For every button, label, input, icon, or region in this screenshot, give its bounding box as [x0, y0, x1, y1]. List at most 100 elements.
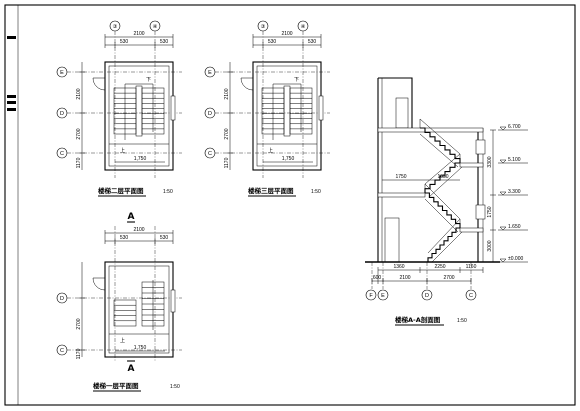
landing-slab-lower	[459, 227, 484, 233]
section-a-a: 1750 1050 3300 1750 3000 6.700 5.100 3.3…	[365, 77, 528, 326]
axis-bubble-d: D	[204, 107, 216, 119]
dim-part: 530	[160, 39, 169, 45]
elevation: 6.700	[508, 124, 521, 130]
dim-floor: 1050	[437, 174, 448, 180]
stair-walls	[252, 61, 322, 171]
axis-bubble-3: ③	[109, 20, 121, 32]
axis-bubble-e: E	[377, 289, 389, 301]
axis-label: ③	[113, 23, 118, 30]
title-strip	[4, 4, 19, 406]
roof-door	[395, 97, 409, 129]
handrail	[419, 118, 461, 254]
walk-arrow	[272, 83, 302, 140]
floor-slab	[377, 192, 426, 198]
drawing-title: 楼梯二层平面图	[98, 186, 144, 195]
stair-flight-3	[424, 162, 460, 193]
dim-total: 2100	[133, 227, 144, 233]
dim-left: 2100	[224, 88, 230, 99]
dim-left: 2700	[224, 128, 230, 139]
section-mark-label: A	[128, 364, 135, 374]
axis-label: ③	[261, 23, 266, 30]
axis-bubble-c: C	[204, 147, 216, 159]
dim-part: 2250	[434, 264, 445, 270]
dim-axis: 600	[373, 275, 382, 281]
axis-bubble-c: C	[56, 344, 68, 356]
ground-door	[384, 217, 400, 263]
dim-part: 1360	[393, 264, 404, 270]
axis-bubble-e: E	[204, 66, 216, 78]
axis-label: E	[381, 293, 385, 299]
dim-left: 2700	[76, 128, 82, 139]
plan-third-floor: ③ ④ 2100 530 530 E D C	[204, 20, 330, 197]
down-label: 下	[146, 77, 151, 83]
dim-floor: 1750	[395, 174, 406, 180]
stair-well	[135, 85, 143, 137]
axis-label: C	[208, 151, 212, 157]
dimension-top: 2100 530 530	[252, 31, 322, 48]
elevation: 3.300	[508, 189, 521, 195]
up-label: 上	[120, 147, 125, 154]
dimension-top: 2100 530 530	[104, 227, 174, 244]
window	[475, 139, 486, 155]
dim-right: 3000	[487, 240, 493, 251]
dim-part: 530	[120, 235, 129, 241]
axis-label: C	[469, 293, 473, 299]
dim-total: 2100	[133, 31, 144, 37]
drawing-scale: 1:50	[170, 384, 180, 390]
elevation: ±0.000	[508, 256, 523, 262]
axis-bubble-e: E	[56, 66, 68, 78]
door-swing	[92, 77, 106, 91]
axis-bubble-c: C	[465, 289, 477, 301]
drawing-title: 楼梯三层平面图	[248, 186, 294, 195]
axis-bubble-4: ④	[149, 20, 161, 32]
elevation: 5.100	[508, 157, 521, 163]
plan-first-floor: A 2100 530 530 D C 2	[56, 212, 182, 392]
dim-left: 2100	[76, 88, 82, 99]
window	[170, 95, 176, 121]
axis-label: D	[208, 111, 212, 117]
axis-bubble-f: F	[365, 289, 377, 301]
dim-part: 1160	[466, 264, 477, 270]
dim-left: 1170	[224, 157, 230, 168]
drawing-scale: 1:50	[457, 318, 467, 324]
dim-right: 1750	[487, 206, 493, 217]
stair-flight-2	[425, 192, 461, 228]
drawing-title: 楼梯A-A剖面图	[395, 315, 441, 324]
axis-label: E	[208, 70, 212, 76]
dim-right: 3300	[487, 156, 493, 167]
dimension-left: 2100 2700 1170	[76, 62, 85, 170]
dimension-bottom: 1360 2250 1160 600 2100 2700	[371, 264, 484, 284]
window	[318, 95, 324, 121]
axis-label: D	[60, 296, 64, 302]
down-label: 下	[294, 77, 299, 83]
dim-axis: 2700	[443, 275, 454, 281]
dim-bottom: 1,750	[134, 156, 147, 162]
axis-label: E	[60, 70, 64, 76]
dim-axis: 2100	[399, 275, 410, 281]
roof-slab	[377, 127, 484, 133]
dim-left: 1170	[76, 348, 82, 359]
elevation: 1.650	[508, 224, 521, 230]
up-label: 上	[268, 147, 273, 154]
sheet-border	[4, 4, 576, 406]
section-mark-top: A	[127, 212, 135, 223]
plan-second-floor: ③ ④ 2100 530 530 E D C	[56, 20, 182, 197]
dim-bottom: 1,750	[134, 345, 147, 351]
drawing-scale: 1:50	[311, 189, 321, 195]
dimension-top: 2100 530 530	[104, 31, 174, 48]
elevation-markers: 6.700 5.100 3.300 1.650 ±0.000	[498, 124, 528, 263]
dim-bottom: 1,750	[282, 156, 295, 162]
stair-flight-lower	[113, 299, 137, 327]
axis-bubble-d: D	[56, 292, 68, 304]
dimension-left: 2700 1170	[76, 262, 85, 359]
dim-part: 530	[268, 39, 277, 45]
dim-part: 530	[120, 39, 129, 45]
axis-bubble-d: D	[421, 289, 433, 301]
axis-bubble-d: D	[56, 107, 68, 119]
axis-label: ④	[153, 23, 158, 30]
axis-bubble-c: C	[56, 147, 68, 159]
axis-label: C	[60, 151, 64, 157]
walk-arrow	[124, 83, 154, 140]
dim-left: 1170	[76, 157, 82, 168]
